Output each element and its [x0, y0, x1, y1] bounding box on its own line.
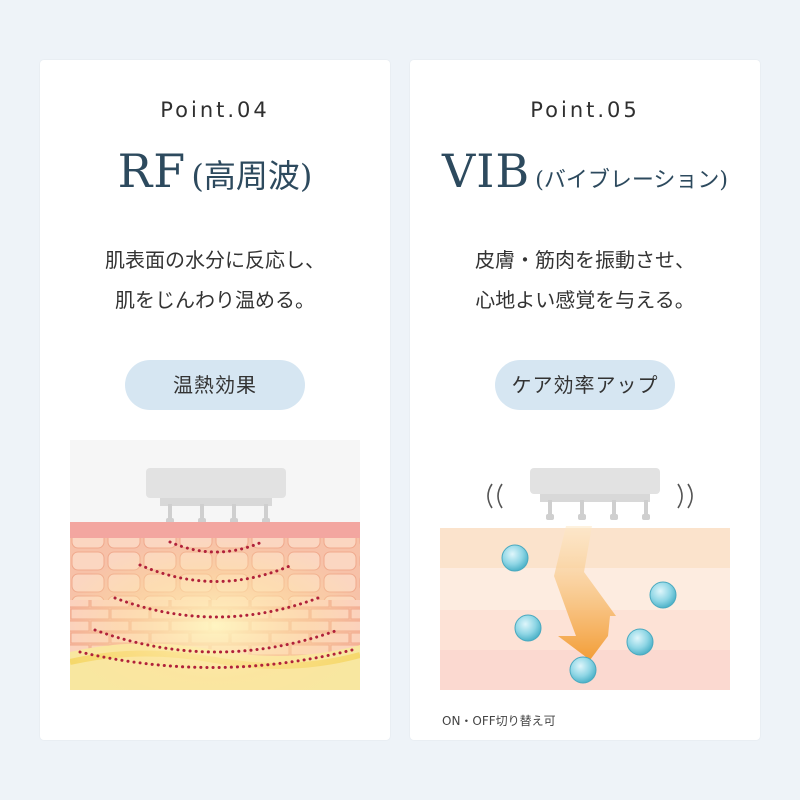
- card-rf: Point.04 RF (高周波) 肌表面の水分に反応し、 肌をじんわり温める。…: [40, 60, 390, 740]
- feature-title: RF (高周波): [40, 144, 390, 198]
- feature-title-sub: (バイブレーション): [535, 168, 729, 193]
- point-label: Point.04: [160, 98, 270, 122]
- description-line: 心地よい感覚を与える。: [475, 288, 695, 312]
- feature-title: VIB (バイブレーション): [410, 144, 760, 198]
- rf-heat-skin-diagram-icon: [70, 440, 360, 690]
- feature-description: 皮膚・筋肉を振動させ、 心地よい感覚を与える。: [410, 240, 760, 320]
- card-vib: Point.05 VIB (バイブレーション) 皮膚・筋肉を振動させ、 心地よい…: [410, 60, 760, 740]
- description-line: 肌をじんわり温める。: [115, 288, 315, 312]
- vibration-skin-diagram-icon: [440, 440, 730, 690]
- effect-badge: 温熱効果: [125, 360, 305, 410]
- point-label: Point.05: [530, 98, 640, 122]
- rf-illustration: [70, 440, 360, 690]
- feature-description: 肌表面の水分に反応し、 肌をじんわり温める。: [40, 240, 390, 320]
- vib-illustration: [440, 440, 730, 690]
- description-line: 皮膚・筋肉を振動させ、: [475, 248, 695, 272]
- feature-title-main: VIB: [441, 144, 531, 198]
- toggle-note: ON・OFF切り替え可: [442, 714, 556, 728]
- effect-badge: ケア効率アップ: [495, 360, 675, 410]
- feature-title-main: RF: [117, 144, 187, 198]
- feature-title-sub: (高周波): [191, 157, 313, 195]
- description-line: 肌表面の水分に反応し、: [105, 248, 325, 272]
